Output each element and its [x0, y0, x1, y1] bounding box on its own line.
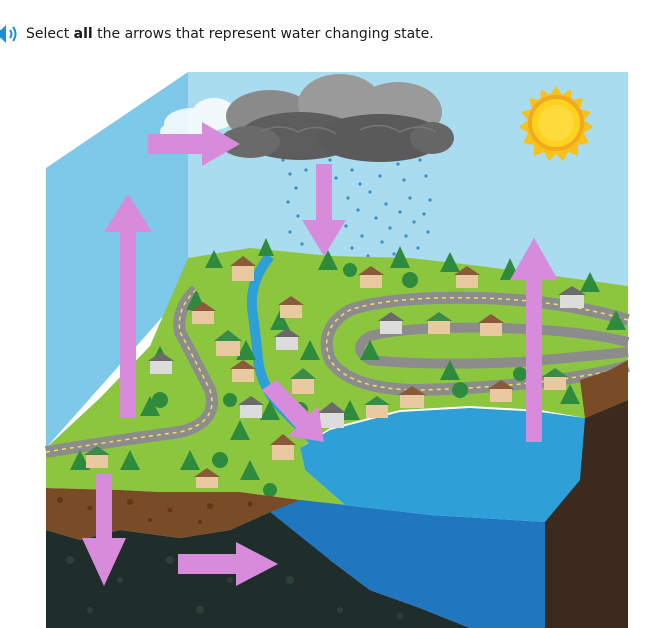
- prompt-text: Select all the arrows that represent wat…: [26, 26, 434, 42]
- prompt-text-bold: all: [74, 26, 93, 42]
- question-prompt: Select all the arrows that represent wat…: [0, 22, 434, 46]
- speaker-icon[interactable]: [0, 23, 22, 45]
- prompt-text-after: the arrows that represent water changing…: [93, 26, 434, 42]
- prompt-text-before: Select: [26, 26, 74, 42]
- water-cycle-diagram: [0, 60, 667, 628]
